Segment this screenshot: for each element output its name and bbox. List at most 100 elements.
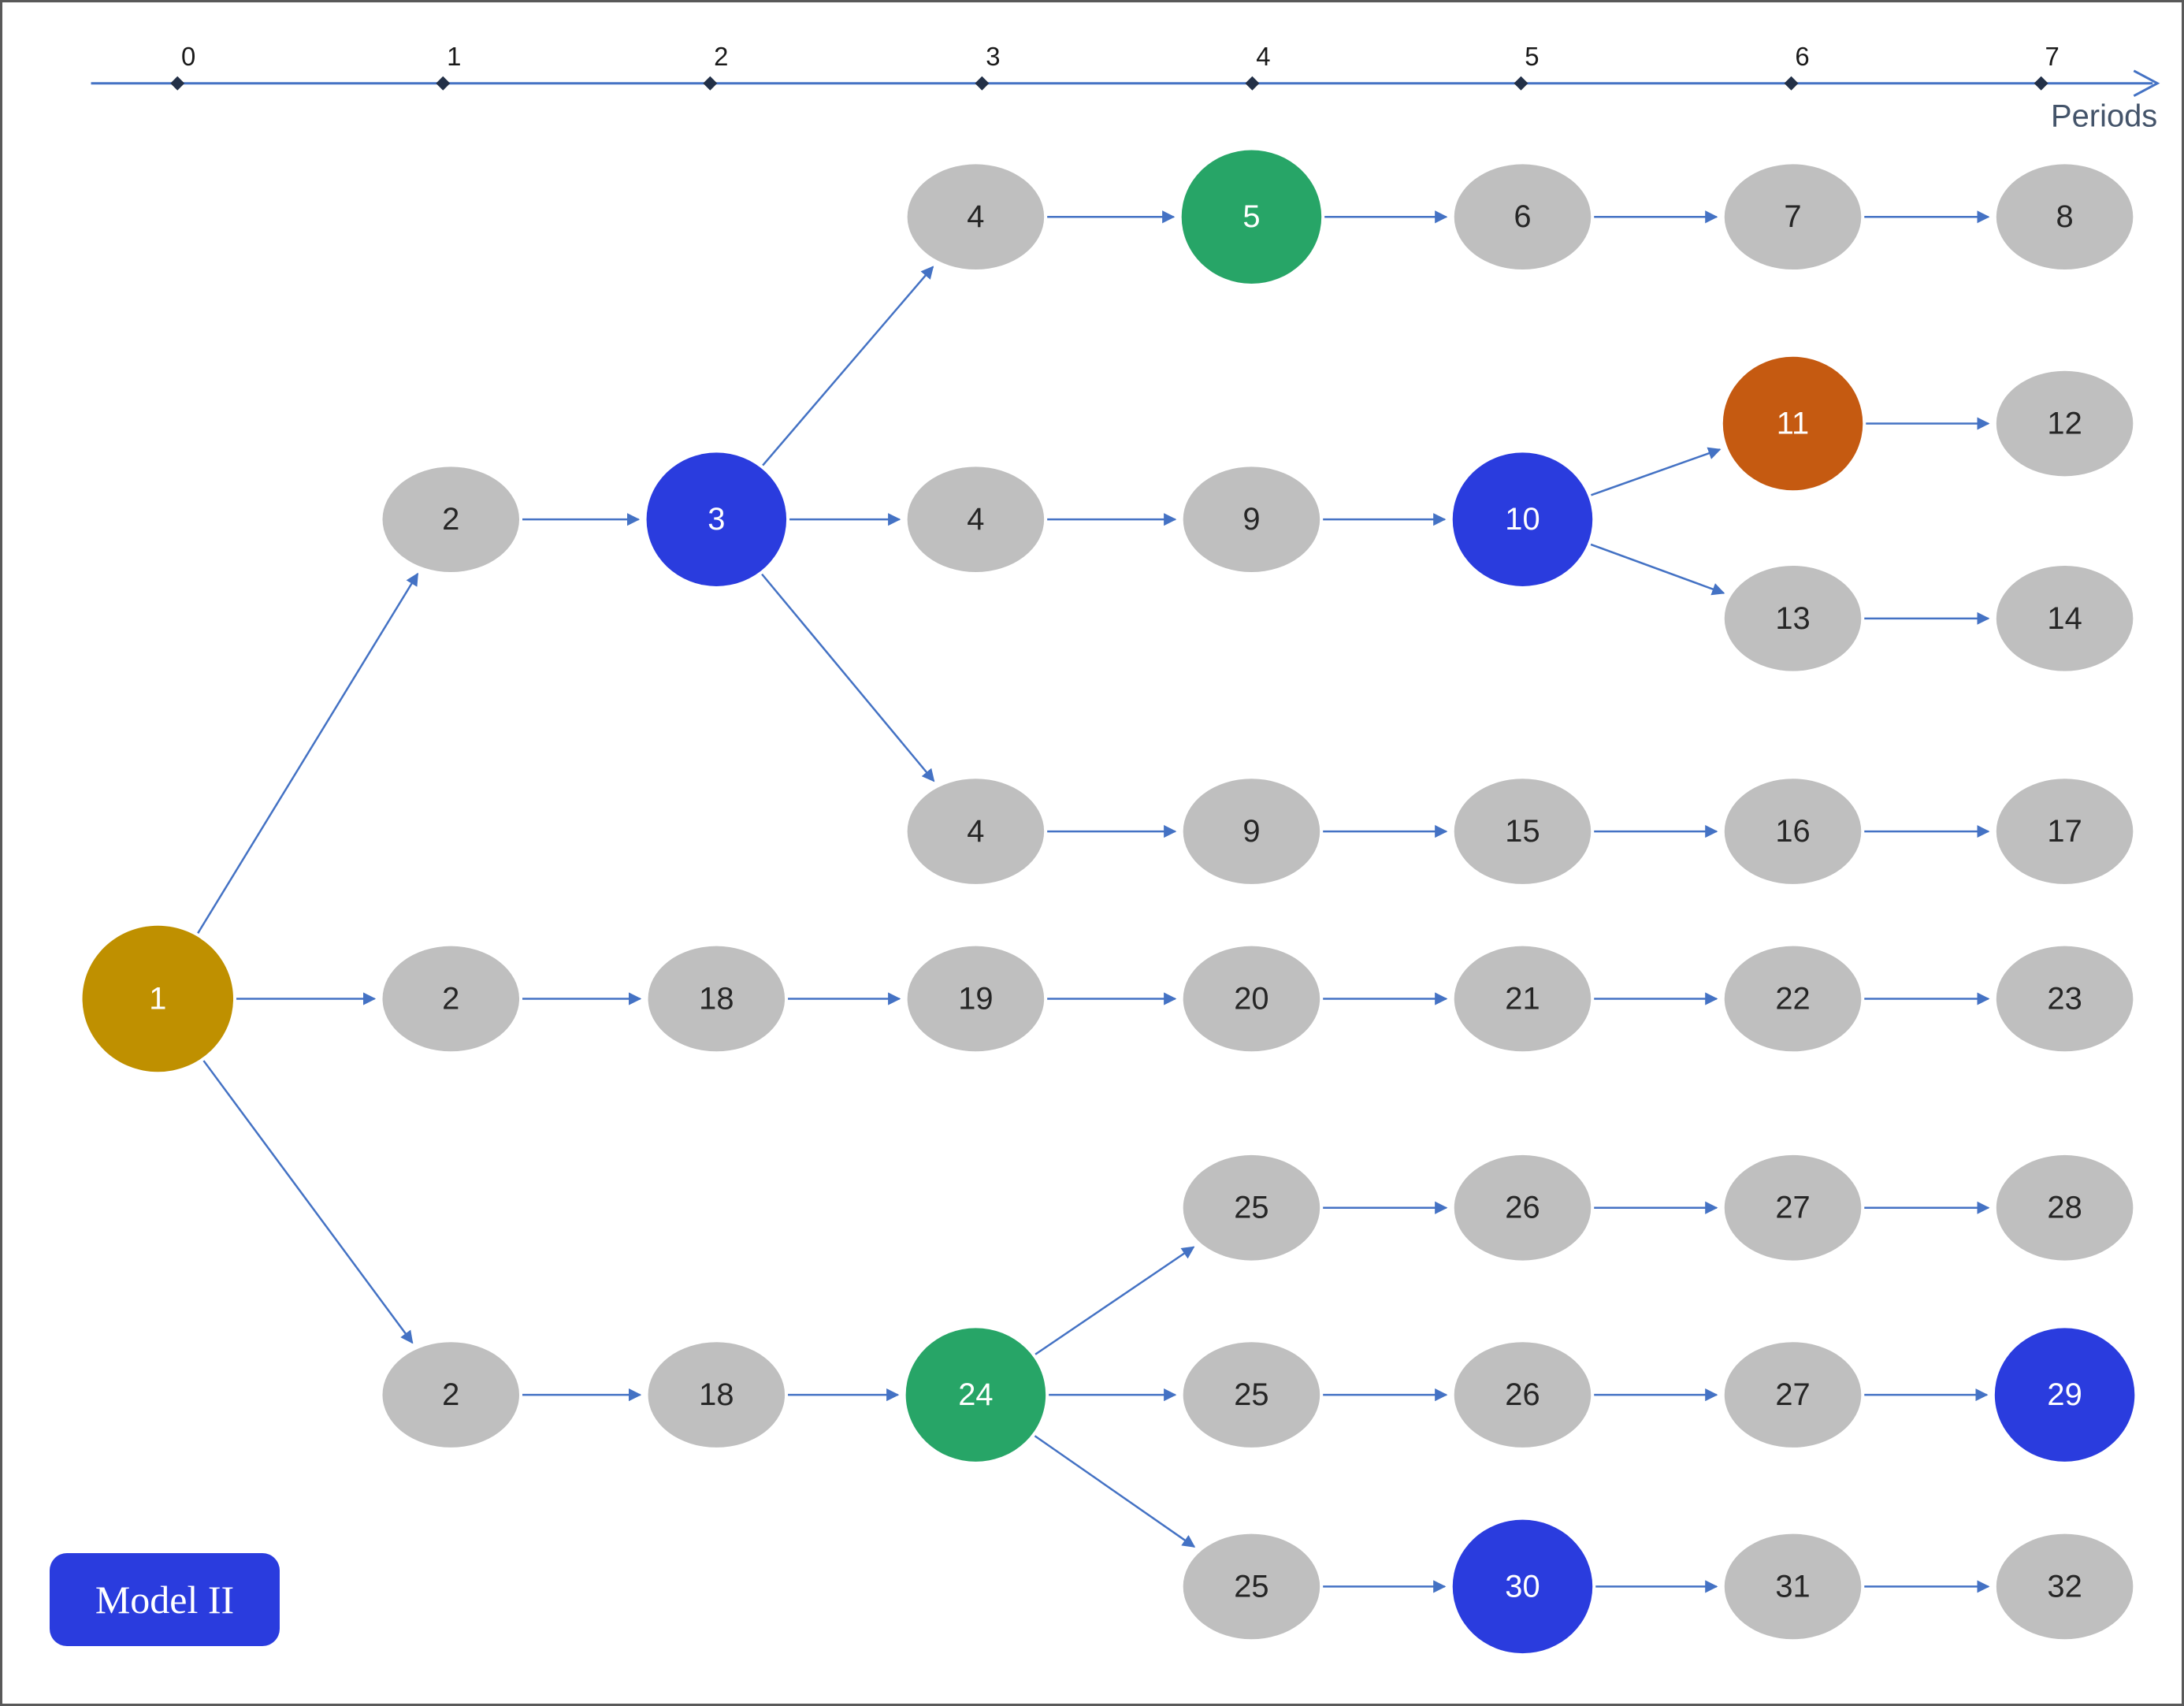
tree-node-shape	[1996, 566, 2134, 671]
tree-node[interactable]: 13	[1724, 566, 1862, 671]
tree-node-label: 21	[1505, 981, 1540, 1016]
tree-node[interactable]: 7	[1724, 164, 1862, 270]
tree-node-label: 13	[1775, 601, 1810, 636]
tree-node[interactable]: 9	[1183, 779, 1320, 884]
tree-node[interactable]: 18	[648, 1342, 786, 1448]
tree-node[interactable]: 2	[382, 946, 520, 1052]
tree-node[interactable]: 26	[1454, 1342, 1592, 1448]
tree-node-shape	[1724, 946, 1862, 1052]
tree-edge	[1034, 1246, 1195, 1355]
tree-node-label: 27	[1775, 1377, 1810, 1412]
tree-node-label: 18	[699, 1377, 734, 1412]
tree-node-label: 26	[1505, 1191, 1540, 1225]
tree-node[interactable]: 26	[1454, 1154, 1592, 1261]
tree-node[interactable]: 12	[1996, 370, 2134, 477]
tree-node-label: 19	[958, 981, 993, 1016]
tree-node-label: 28	[2047, 1191, 2082, 1225]
tree-node-label: 25	[1234, 1569, 1268, 1604]
tree-node[interactable]: 17	[1996, 779, 2134, 884]
tick-label: 3	[986, 42, 1000, 71]
tree-node-label: 12	[2047, 407, 2082, 441]
tree-node[interactable]: 28	[1996, 1154, 2134, 1261]
tick-label: 6	[1795, 42, 1809, 71]
model-badge: Model II	[50, 1553, 280, 1646]
tree-node[interactable]: 25	[1183, 1154, 1320, 1261]
tree-node-shape	[1724, 566, 1862, 671]
tree-node[interactable]: 11	[1722, 356, 1863, 491]
tree-node[interactable]: 32	[1996, 1533, 2134, 1640]
tree-node[interactable]: 31	[1724, 1533, 1862, 1640]
axis-tick: 1	[436, 42, 461, 91]
tree-node[interactable]: 19	[907, 946, 1045, 1052]
tree-node-shape	[1183, 466, 1320, 572]
tree-node-label: 10	[1505, 502, 1540, 537]
tree-node-label: 4	[967, 502, 984, 537]
tick-label: 0	[181, 42, 195, 71]
tree-node[interactable]: 9	[1183, 466, 1320, 572]
tree-node[interactable]: 3	[646, 452, 787, 586]
tick-diamond-icon	[436, 76, 451, 91]
tree-node-shape	[907, 466, 1045, 572]
tree-node[interactable]: 27	[1724, 1154, 1862, 1261]
tree-node[interactable]: 25	[1183, 1342, 1320, 1448]
tree-node-shape	[907, 164, 1045, 270]
tree-node[interactable]: 5	[1181, 150, 1322, 284]
tree-node[interactable]: 16	[1724, 779, 1862, 884]
tree-node[interactable]: 24	[905, 1328, 1046, 1462]
tree-node[interactable]: 4	[907, 466, 1045, 572]
tree-node-label: 27	[1775, 1191, 1810, 1225]
tree-node-label: 4	[967, 814, 984, 849]
tree-node[interactable]: 18	[648, 946, 786, 1052]
tree-node[interactable]: 20	[1183, 946, 1320, 1052]
tree-node[interactable]: 4	[907, 779, 1045, 884]
tree-node-shape	[1722, 356, 1863, 491]
tree-node-label: 7	[1784, 199, 1801, 234]
tree-node[interactable]: 6	[1454, 164, 1592, 270]
axis-tick: 0	[170, 42, 195, 91]
periods-axis-label: Periods	[2051, 99, 2157, 134]
tree-node-label: 9	[1242, 502, 1260, 537]
tree-node-shape	[1452, 1519, 1593, 1654]
tree-node[interactable]: 4	[907, 164, 1045, 270]
tree-node[interactable]: 15	[1454, 779, 1592, 884]
tree-node-label: 22	[1775, 981, 1810, 1016]
tree-node-shape	[1183, 779, 1320, 884]
tree-node[interactable]: 8	[1996, 164, 2134, 270]
tree-node-label: 9	[1242, 814, 1260, 849]
tree-node-shape	[1724, 164, 1862, 270]
tick-label: 5	[1525, 42, 1539, 71]
tree-node-shape	[1183, 1342, 1320, 1448]
tree-node-shape	[1996, 946, 2134, 1052]
tree-node-label: 25	[1234, 1191, 1268, 1225]
tree-edge	[1590, 543, 1725, 596]
tree-node[interactable]: 14	[1996, 566, 2134, 671]
tree-node[interactable]: 25	[1183, 1533, 1320, 1640]
tree-node-shape	[1724, 1533, 1862, 1640]
tree-node-shape	[907, 779, 1045, 884]
tree-node-shape	[1454, 779, 1592, 884]
model-badge-label: Model II	[95, 1578, 235, 1622]
tree-node-label: 11	[1777, 407, 1809, 441]
tick-label: 7	[2045, 42, 2059, 71]
tick-diamond-icon	[170, 76, 185, 91]
tick-diamond-icon	[703, 76, 718, 91]
tree-node[interactable]: 22	[1724, 946, 1862, 1052]
tree-node-shape	[82, 925, 234, 1072]
tree-node[interactable]: 30	[1452, 1519, 1593, 1654]
tree-node[interactable]: 29	[1994, 1328, 2135, 1462]
tree-node-label: 18	[699, 981, 734, 1016]
tree-node[interactable]: 2	[382, 466, 520, 572]
axis-tick: 5	[1514, 42, 1540, 91]
tree-edge	[202, 1060, 414, 1344]
axis-tick: 3	[975, 42, 1000, 91]
tree-node[interactable]: 23	[1996, 946, 2134, 1052]
tree-node[interactable]: 21	[1454, 946, 1592, 1052]
tick-label: 1	[447, 42, 461, 71]
tree-node[interactable]: 1	[82, 925, 234, 1072]
tree-node[interactable]: 27	[1724, 1342, 1862, 1448]
tree-node[interactable]: 2	[382, 1342, 520, 1448]
tree-node-label: 15	[1505, 814, 1540, 849]
tree-node-shape	[1454, 1342, 1592, 1448]
tree-node-shape	[382, 946, 520, 1052]
tree-node[interactable]: 10	[1452, 452, 1593, 586]
